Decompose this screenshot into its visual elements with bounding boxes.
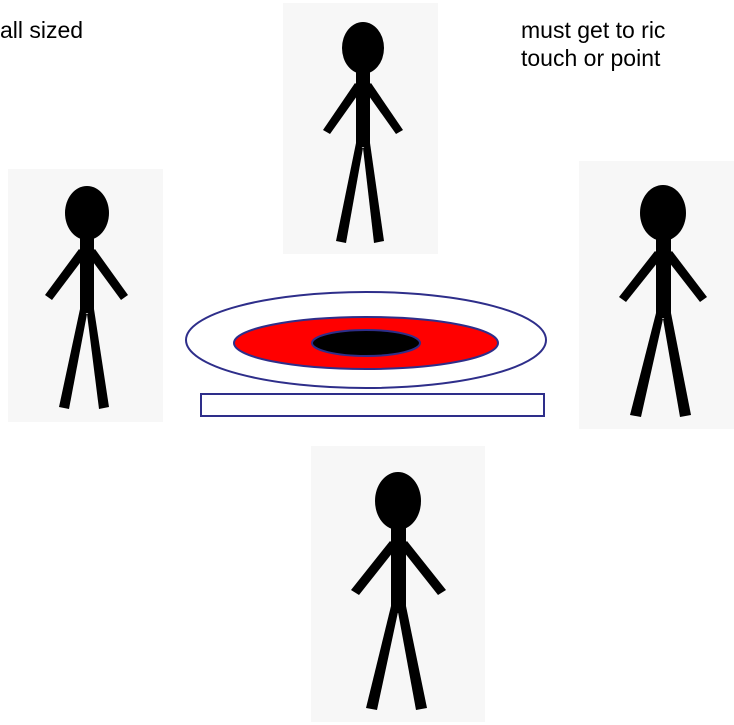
label-instruction: must get to ric touch or point (521, 16, 665, 72)
stick-figure-right (619, 185, 707, 417)
figure-panel-right (579, 161, 734, 429)
target-center (311, 329, 421, 357)
figure-panel-bottom (311, 446, 485, 722)
figure-panel-left (8, 169, 163, 422)
stick-figure-top (323, 22, 403, 243)
figure-panel-top (283, 3, 438, 254)
target-base (200, 393, 545, 417)
stick-figure-bottom (351, 472, 446, 710)
label-instruction-line2: touch or point (521, 45, 661, 71)
label-instruction-line1: must get to ric (521, 17, 666, 43)
stick-figure-left (45, 186, 128, 409)
label-all-sized: all sized (0, 17, 84, 43)
